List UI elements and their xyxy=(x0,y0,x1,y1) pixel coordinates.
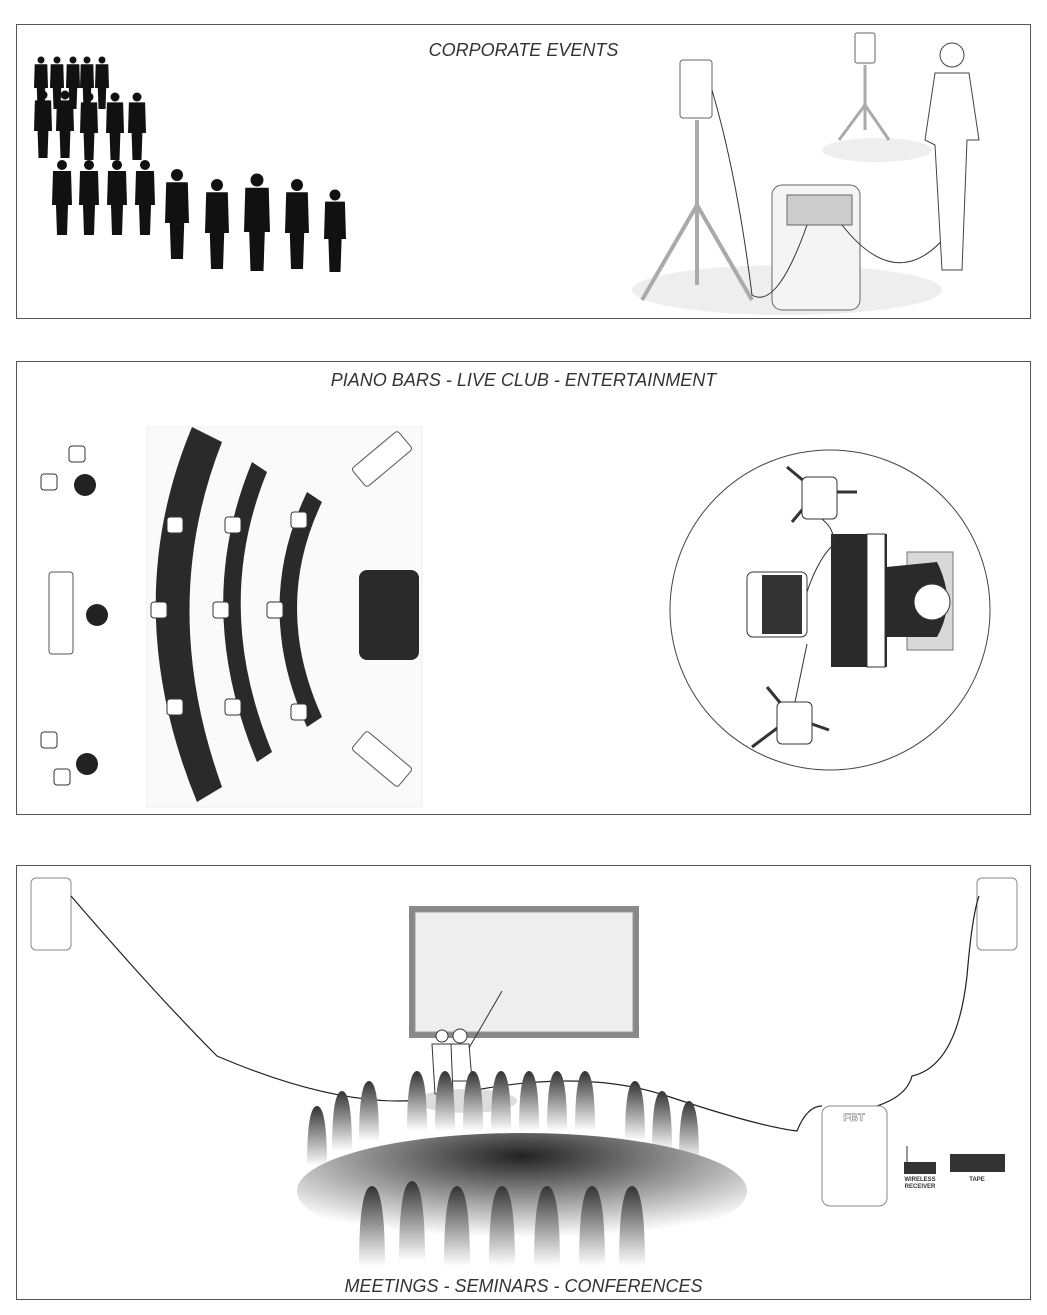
audience-member xyxy=(359,1186,385,1266)
projection-screen xyxy=(414,911,634,1033)
chair xyxy=(166,516,184,534)
audience-member xyxy=(407,1071,427,1131)
chair xyxy=(290,703,308,721)
chair xyxy=(68,445,86,463)
chair xyxy=(40,731,58,749)
panel-title: MEETINGS - SEMINARS - CONFERENCES xyxy=(344,1276,703,1296)
audience-member xyxy=(435,1071,455,1131)
conference-illustration: FBT xyxy=(30,877,1018,1266)
speaker-stand-right xyxy=(837,65,891,141)
sofas xyxy=(48,431,412,787)
audience-member xyxy=(579,1186,605,1266)
audience-member xyxy=(534,1186,560,1266)
chair xyxy=(53,768,71,786)
audience-member xyxy=(491,1071,511,1131)
fbt-speaker-icon xyxy=(821,1105,888,1207)
chair xyxy=(266,601,284,619)
monitor-speaker-icon xyxy=(776,701,813,745)
audience-member xyxy=(332,1091,352,1151)
speaker-icon xyxy=(854,32,876,64)
wireless-receiver-icon xyxy=(904,1162,936,1174)
piano-bar-floorplan xyxy=(40,426,991,808)
monitor-speaker-icon xyxy=(801,476,838,520)
chair xyxy=(150,601,168,619)
speaker-stand-left xyxy=(640,120,754,302)
speaker-icon xyxy=(976,877,1018,951)
chair xyxy=(166,698,184,716)
corporate-events-panel: CORPORATE EVENTS xyxy=(16,24,1031,319)
audience-member xyxy=(625,1081,645,1141)
piano-bars-panel: PIANO BARS - LIVE CLUB - ENTERTAINMENT xyxy=(16,361,1031,815)
audience-member xyxy=(463,1071,483,1131)
audience-member xyxy=(444,1186,470,1266)
audience-member xyxy=(547,1071,567,1131)
panel-title: PIANO BARS - LIVE CLUB - ENTERTAINMENT xyxy=(330,370,717,390)
stage-table xyxy=(359,570,419,660)
panel-title: CORPORATE EVENTS xyxy=(428,40,619,60)
cable xyxy=(70,895,980,1132)
corporate-events-illustration xyxy=(34,32,980,315)
audience-member xyxy=(619,1186,645,1266)
chair xyxy=(212,601,230,619)
audience-member xyxy=(519,1071,539,1131)
speaker-icon xyxy=(679,59,713,119)
wireless-receiver-label: WIRELESS RECEIVER xyxy=(904,1177,936,1190)
audience-member xyxy=(575,1071,595,1131)
audience-member xyxy=(679,1101,699,1161)
stage-circle xyxy=(669,449,991,771)
audience-member xyxy=(489,1186,515,1266)
round-tables xyxy=(74,474,108,775)
floor-shadow xyxy=(822,138,932,162)
audience-member xyxy=(399,1181,425,1261)
tape-label: TAPE xyxy=(969,1177,985,1183)
meetings-panel: FBT WIRELESS RECEIVER TAPE MEETINGS - SE… xyxy=(16,865,1031,1300)
audience xyxy=(307,1071,699,1166)
chair xyxy=(40,473,58,491)
speaker-icon xyxy=(30,877,72,951)
audience-member xyxy=(359,1081,379,1141)
brand-logo: FBT xyxy=(843,1112,865,1124)
tape-deck-icon xyxy=(950,1154,1005,1172)
chair xyxy=(224,516,242,534)
audience-member xyxy=(652,1091,672,1151)
chair xyxy=(290,511,308,529)
crowd-silhouettes xyxy=(34,56,346,272)
singer-figure xyxy=(924,42,980,271)
chair xyxy=(224,698,242,716)
audience-member xyxy=(307,1106,327,1166)
